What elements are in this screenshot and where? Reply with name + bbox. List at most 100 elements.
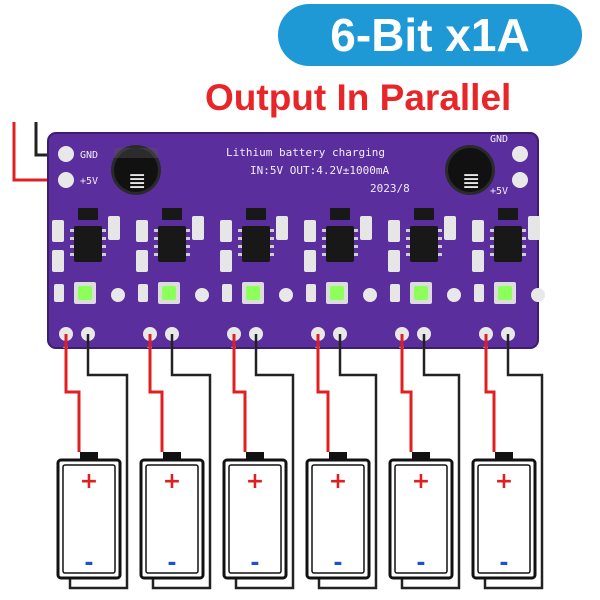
pcb-text-line1: Lithium battery charging (226, 146, 385, 159)
negative-wire (68, 334, 129, 590)
negative-wire (317, 334, 378, 590)
smd-resistor (136, 220, 148, 242)
smd-resistor (472, 250, 484, 272)
battery-terminal (80, 452, 98, 461)
v5-label-right: +5V (490, 186, 508, 197)
v5-label-left: +5V (80, 176, 98, 187)
capacitor-left: ≣ (111, 145, 161, 195)
pcb-text-line2: IN:5V OUT:4.2V±1000mA (250, 164, 389, 177)
battery-minus-sign: - (84, 551, 93, 576)
smd-capacitor (444, 216, 456, 240)
charger-ic (410, 226, 438, 262)
smd-capacitor (276, 216, 288, 240)
smd-transistor (414, 208, 434, 220)
battery-cell: +- (222, 452, 288, 580)
battery-minus-sign: - (499, 551, 508, 576)
charger-channel: +- (304, 208, 377, 353)
positive-wire (484, 334, 496, 452)
smd-resistor (304, 250, 316, 272)
smd-transistor (330, 208, 350, 220)
gnd-pad-left (58, 146, 74, 162)
capacitor-mark-left: ≣ (128, 169, 146, 194)
smd-resistor (304, 220, 316, 242)
gnd-label-right: GND (490, 134, 508, 145)
smd-transistor (78, 208, 98, 220)
battery-minus-sign: - (250, 551, 259, 576)
mount-pad (447, 288, 461, 302)
charger-ic (494, 226, 522, 262)
negative-wire (151, 334, 212, 590)
battery-minus-sign: - (416, 551, 425, 576)
battery-body (222, 458, 288, 580)
battery-plus-sign: + (495, 469, 513, 494)
mount-pad (195, 288, 209, 302)
pcb-text-line3: 2023/8 (370, 182, 410, 195)
smd-resistor (220, 250, 232, 272)
charger-channel: +- (388, 208, 461, 353)
battery-cell: +- (471, 452, 537, 580)
negative-wire (234, 334, 295, 590)
capacitor-mark-right: ≣ (462, 169, 480, 194)
battery-terminal (246, 452, 264, 461)
smd-capacitor (360, 216, 372, 240)
battery-body (471, 458, 537, 580)
smd-capacitor (108, 216, 120, 240)
negative-wire (483, 334, 544, 590)
positive-wire (148, 334, 164, 452)
battery-cell: +- (139, 452, 205, 580)
charger-ic (158, 226, 186, 262)
mount-pad (363, 288, 377, 302)
gnd-pad-right (512, 146, 528, 162)
battery-minus-sign: - (333, 551, 342, 576)
battery-plus-sign: + (80, 469, 98, 494)
smd-resistor (52, 250, 64, 272)
output-wires (64, 334, 544, 590)
input-positive-wire (12, 122, 62, 182)
positive-wire (400, 334, 413, 452)
smd-resistor (136, 250, 148, 272)
smd-transistor (498, 208, 518, 220)
positive-wire (316, 334, 330, 452)
subtitle-text: Output In Parallel (205, 77, 512, 118)
battery-terminal (412, 452, 430, 461)
battery-cell: +- (56, 452, 122, 580)
smd-capacitor (192, 216, 204, 240)
pcb-board: GND +5V GND +5V ≣ ≣ Lithium battery char… (47, 132, 545, 353)
battery-row: +-+-+-+-+-+- (56, 452, 537, 580)
charger-channel: +- (52, 208, 125, 353)
battery-body (139, 458, 205, 580)
smd-resistor (388, 250, 400, 272)
battery-plus-sign: + (329, 469, 347, 494)
positive-wire (64, 334, 81, 452)
negative-wire (400, 334, 461, 590)
charger-ic (74, 226, 102, 262)
title-text: 6-Bit x1A (330, 9, 530, 61)
smd-resistor (220, 220, 232, 242)
charger-ic (326, 226, 354, 262)
mount-pad (531, 288, 545, 302)
smd-resistor (472, 220, 484, 242)
battery-plus-sign: + (163, 469, 181, 494)
smd-transistor (162, 208, 182, 220)
smd-resistor (52, 220, 64, 242)
mount-pad (279, 288, 293, 302)
title-badge: 6-Bit x1A (278, 4, 582, 66)
battery-plus-sign: + (246, 469, 264, 494)
smd-capacitor (528, 216, 540, 240)
v5-pad-left (58, 172, 74, 188)
battery-body (56, 458, 122, 580)
battery-plus-sign: + (412, 469, 430, 494)
positive-wire (232, 334, 247, 452)
battery-minus-sign: - (167, 551, 176, 576)
v5-pad-right (512, 172, 528, 188)
battery-terminal (329, 452, 347, 461)
smd-resistor (388, 220, 400, 242)
battery-body (305, 458, 371, 580)
battery-body (388, 458, 454, 580)
battery-terminal (495, 452, 513, 461)
charger-ic (242, 226, 270, 262)
mount-pad (111, 288, 125, 302)
gnd-label-left: GND (80, 150, 98, 161)
battery-cell: +- (305, 452, 371, 580)
